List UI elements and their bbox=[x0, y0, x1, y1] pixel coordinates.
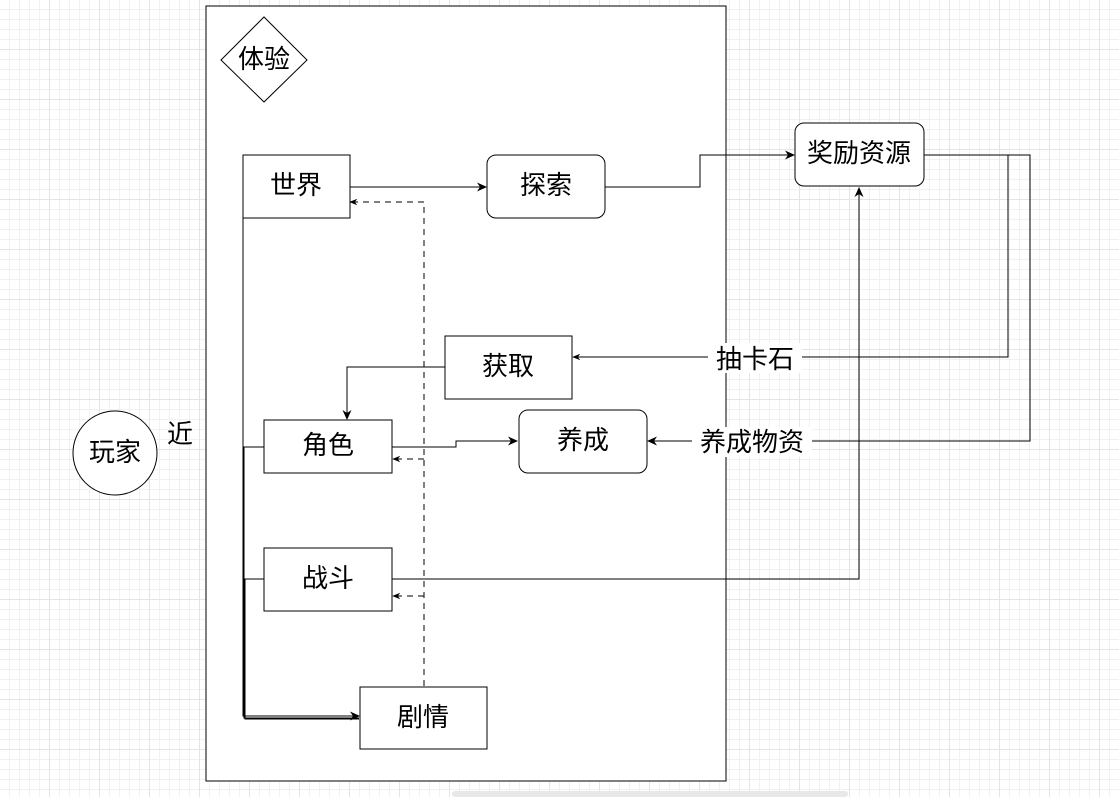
edge-acquire-character bbox=[342, 366, 445, 420]
node-explore[interactable]: 探索 bbox=[486, 154, 606, 219]
node-reward-label: 奖励资源 bbox=[807, 139, 911, 169]
edge-world-story bbox=[242, 205, 360, 721]
node-acquire[interactable]: 获取 bbox=[444, 335, 573, 400]
nurture-materials-label-bg bbox=[692, 427, 812, 457]
node-battle-label: 战斗 bbox=[302, 564, 354, 594]
experience-diamond[interactable]: 体验 bbox=[220, 16, 308, 103]
edge-character-story bbox=[243, 446, 359, 719]
node-nurture-label: 养成 bbox=[557, 426, 609, 456]
node-character[interactable]: 角色 bbox=[263, 419, 393, 474]
edge-character-nurture bbox=[392, 436, 518, 448]
node-battle[interactable]: 战斗 bbox=[263, 547, 393, 612]
node-character-label: 角色 bbox=[302, 431, 354, 461]
node-player-label: 玩家 bbox=[89, 438, 141, 468]
experience-label: 体验 bbox=[238, 45, 290, 75]
node-world-label: 世界 bbox=[270, 171, 322, 201]
player-note-text: 近 bbox=[167, 420, 193, 450]
node-reward[interactable]: 奖励资源 bbox=[794, 122, 925, 187]
node-world[interactable]: 世界 bbox=[242, 154, 351, 219]
node-player[interactable]: 玩家 bbox=[72, 410, 158, 496]
gacha-stone-label-bg bbox=[708, 343, 802, 373]
gacha-stone-label: 抽卡石 bbox=[716, 345, 794, 375]
nurture-materials-label: 养成物资 bbox=[700, 428, 804, 458]
node-story-label: 剧情 bbox=[397, 703, 449, 733]
edge-battle-story bbox=[244, 578, 359, 720]
node-nurture[interactable]: 养成 bbox=[518, 409, 648, 474]
node-explore-label: 探索 bbox=[520, 171, 572, 201]
edge-battle-reward bbox=[392, 187, 864, 580]
horizontal-scrollbar[interactable] bbox=[452, 791, 848, 797]
edge-explore-reward bbox=[605, 150, 795, 188]
node-story[interactable]: 剧情 bbox=[359, 686, 488, 750]
node-acquire-label: 获取 bbox=[482, 352, 534, 382]
edge-story-world-dashed bbox=[349, 198, 425, 686]
edge-reward-nurture bbox=[647, 154, 1031, 446]
